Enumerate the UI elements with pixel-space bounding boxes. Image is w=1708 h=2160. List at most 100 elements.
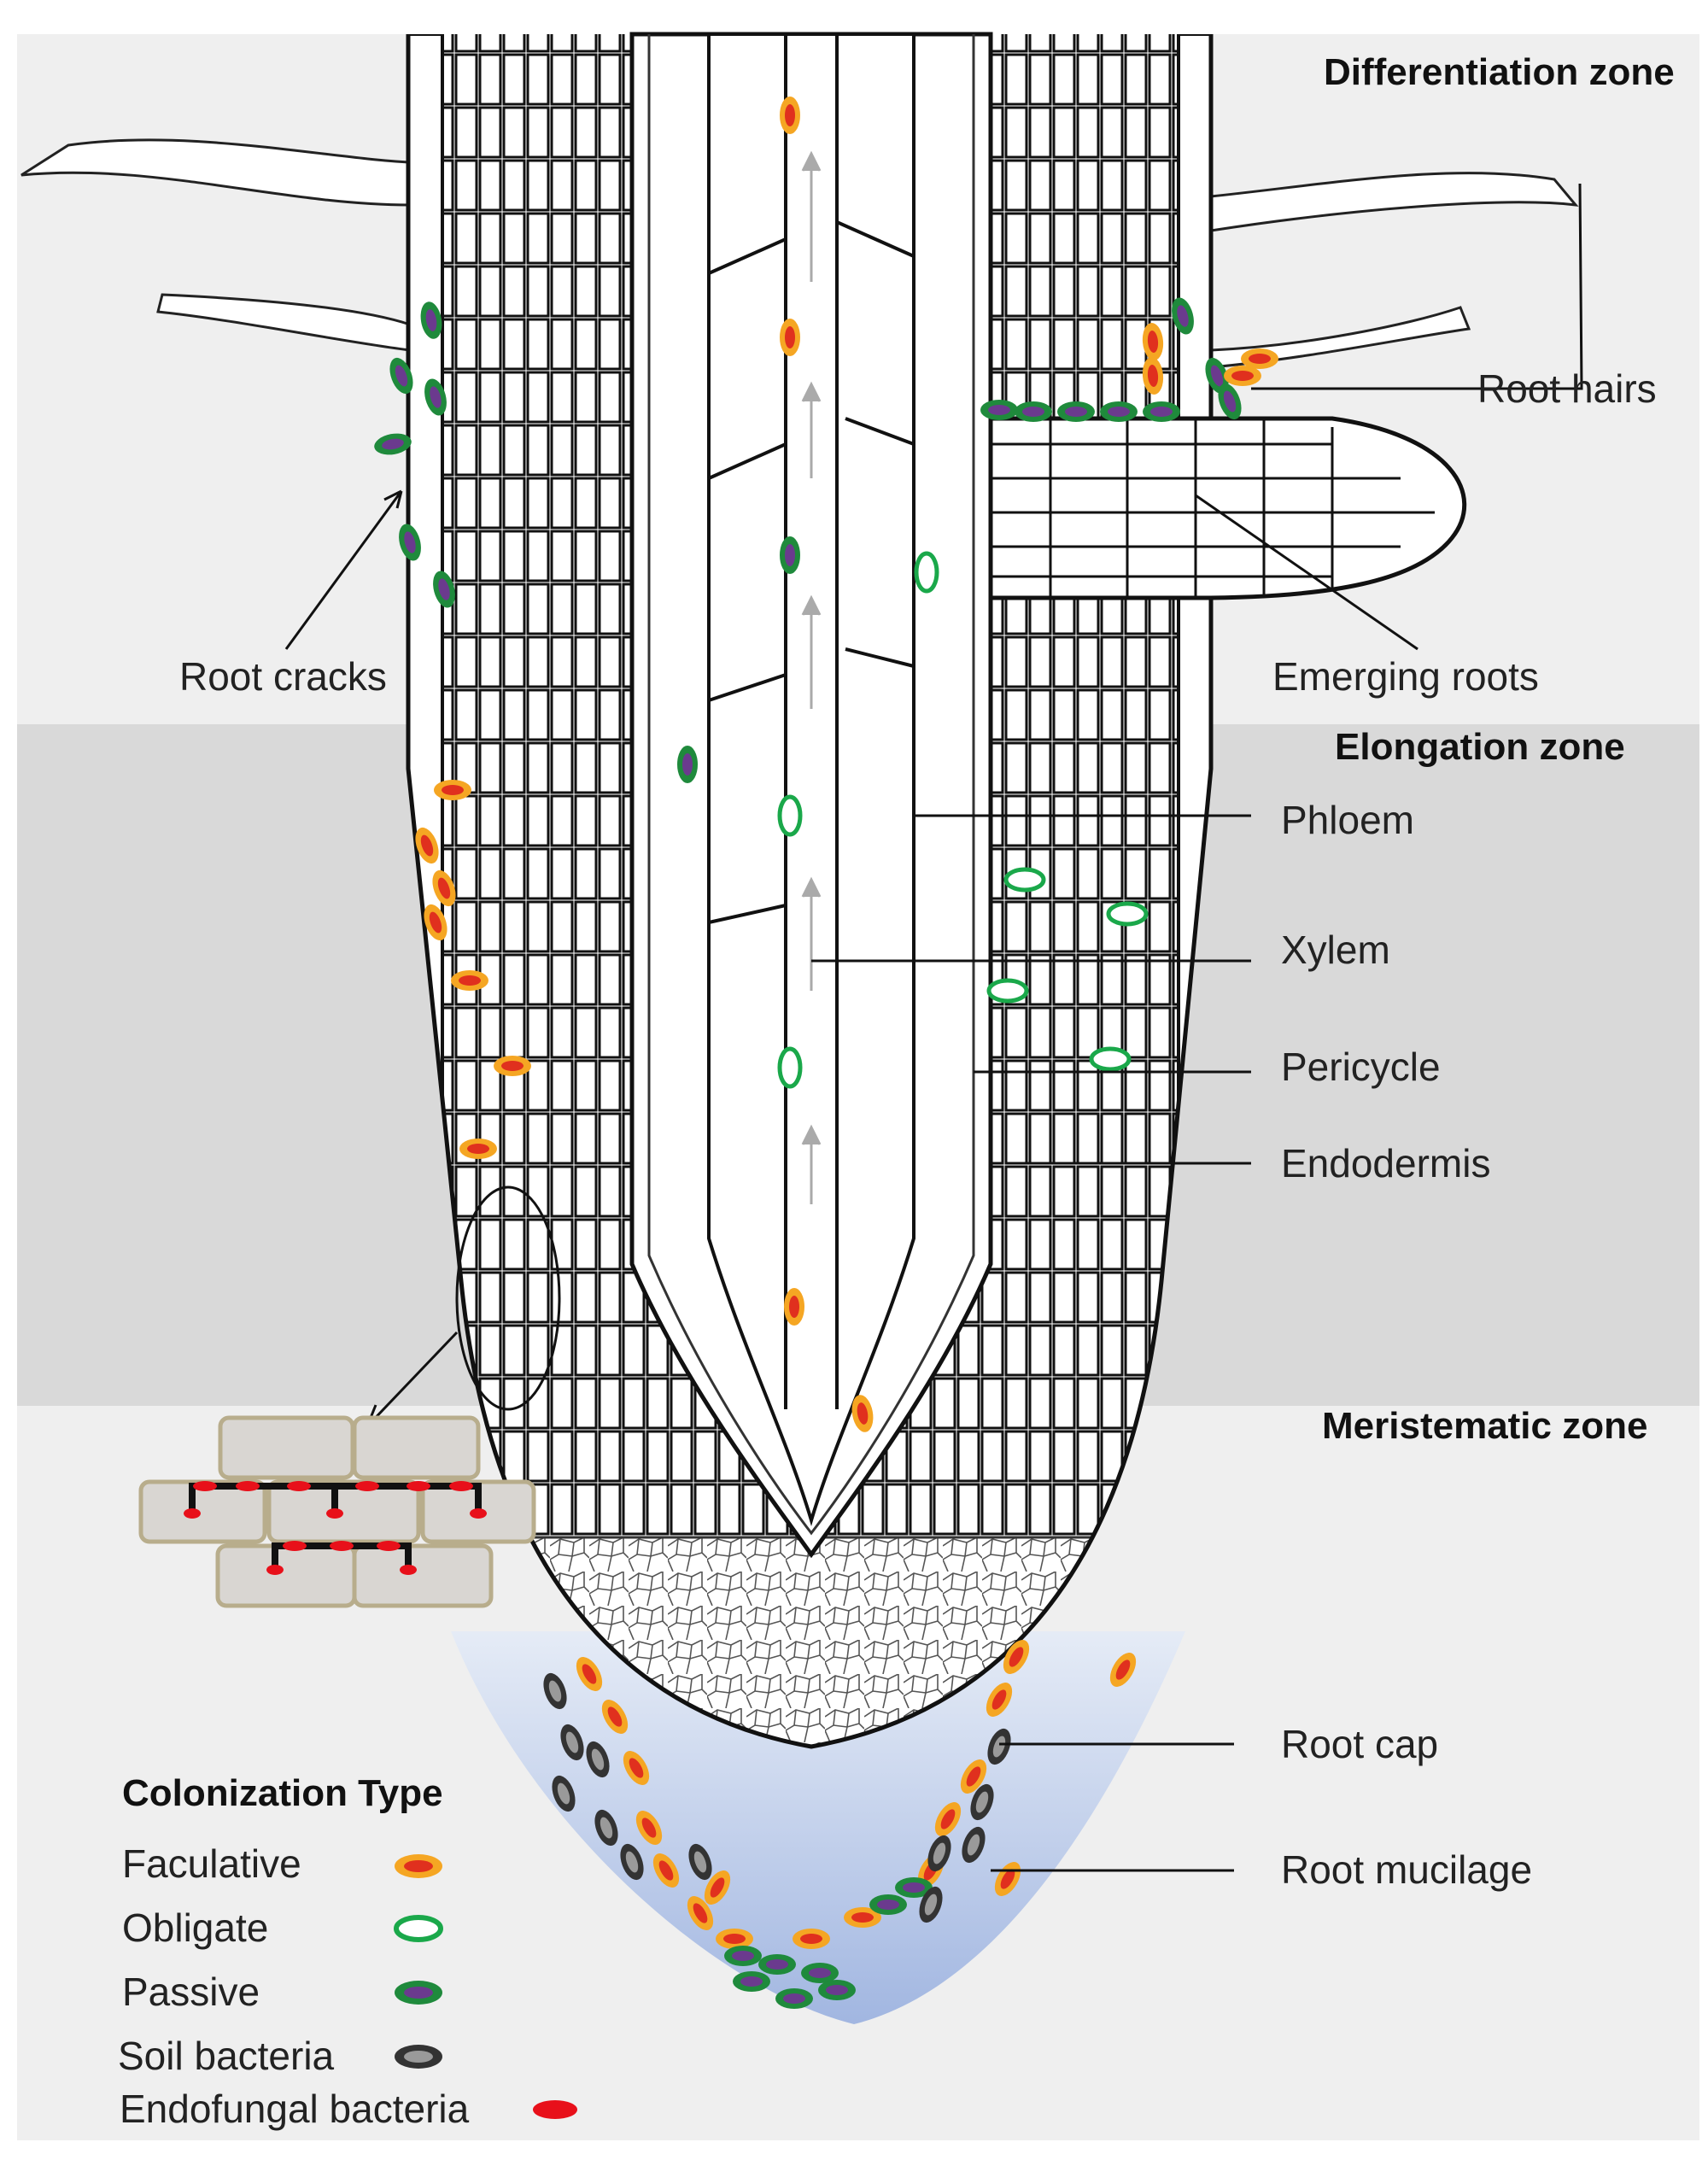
faculative-bacterium [451,970,488,991]
faculative-bacterium [960,1759,987,1794]
soil-bacterium [543,1672,567,1710]
passive-bacterium [895,1877,933,1898]
faculative-bacterium [459,1139,497,1159]
faculative-bacterium [652,1853,680,1888]
passive-bacterium [780,536,800,574]
passive-bacterium [389,357,413,395]
pericycle-label: Pericycle [1281,1045,1441,1089]
bacteria-layer [374,97,1278,2009]
faculative-bacterium-icon [395,1854,442,1878]
passive-bacterium [420,301,442,339]
xylem-vessel [707,32,915,1526]
faculative-bacterium [1003,1640,1030,1674]
passive-bacterium [399,524,421,561]
soil-bacterium [586,1741,610,1778]
soil-bacterium [552,1775,576,1812]
phloem-cells [708,34,915,1409]
soil-bacterium [560,1724,584,1761]
root-hairs [20,138,1579,369]
passive-bacterium [1057,401,1095,422]
faculative-bacterium [687,1896,714,1930]
differentiation-zone-title: Differentiation zone [1324,51,1675,93]
faculative-bacterium [986,1683,1013,1717]
passive-bacterium [424,378,447,416]
passive-bacterium [758,1954,796,1975]
faculative-bacterium [415,827,439,864]
faculative-bacterium [934,1802,962,1836]
faculative-bacterium [432,869,456,907]
faculative-bacterium [851,1395,874,1432]
faculative-bacterium [784,1288,804,1326]
legend-label-soil-bacteria: Soil bacteria [118,2034,335,2078]
obligate-bacterium [1003,867,1046,893]
faculative-bacterium [635,1811,663,1845]
faculative-bacterium [1224,366,1261,386]
passive-bacterium [374,433,412,455]
passive-bacterium [724,1946,762,1966]
passive-bacterium [1143,401,1180,422]
endodermis-label: Endodermis [1281,1141,1491,1185]
obligate-bacterium [914,551,939,594]
emerging-root [988,416,1467,600]
obligate-bacterium [1106,901,1149,927]
passive-bacterium [801,1963,839,1983]
passive-bacterium [818,1980,856,2000]
phloem-label: Phloem [1281,798,1414,842]
legend-label-passive: Passive [122,1970,260,2014]
faculative-bacterium [716,1929,753,1949]
passive-bacterium [1015,401,1052,422]
obligate-bacterium [1089,1046,1132,1072]
faculative-bacterium [1142,357,1164,395]
passive-bacterium [677,746,698,783]
soil-bacterium [927,1835,951,1872]
faculative-bacterium [1109,1653,1137,1687]
xylem-label: Xylem [1281,928,1390,972]
legend-label-endofungal-bacteria: Endofungal bacteria [120,2087,470,2131]
faculative-bacterium [494,1056,531,1076]
faculative-bacterium [601,1700,629,1734]
soil-bacterium [962,1826,986,1864]
elongation-zone-title: Elongation zone [1335,726,1625,768]
passive-bacterium [1172,297,1194,335]
soil-bacterium [620,1843,644,1881]
soil-bacterium [987,1728,1011,1765]
passive-bacterium [433,571,455,608]
soil-bacterium-icon [395,2045,442,2069]
faculative-bacterium [434,780,471,800]
soil-bacterium [688,1843,712,1881]
root-cracks-label: Root cracks [179,654,387,699]
faculative-bacterium [576,1657,603,1691]
obligate-bacterium [986,978,1029,1004]
endofungal-inset [138,1185,561,1608]
faculative-bacterium [793,1929,830,1949]
emerging-roots-label: Emerging roots [1272,654,1539,699]
faculative-bacterium [623,1751,650,1785]
legend-title: Colonization Type [122,1772,443,1814]
endofungal-bacterium-icon [533,2100,577,2119]
faculative-bacterium [424,904,447,941]
leader-lines [284,183,1583,1872]
obligate-bacterium [777,1046,803,1089]
passive-bacterium [775,1988,813,2009]
faculative-bacterium [844,1907,881,1928]
soil-bacterium [594,1809,618,1847]
passive-bacterium [980,400,1018,420]
faculative-bacterium [1241,348,1278,369]
legend-icons [394,1854,577,2119]
passive-bacterium [869,1894,907,1915]
passive-bacterium [1218,383,1242,420]
root-hairs-label: Root hairs [1477,366,1657,411]
faculative-bacterium [1142,323,1164,360]
legend-label-obligate: Obligate [122,1905,269,1950]
faculative-bacterium [780,319,800,356]
passive-bacterium-icon [395,1981,442,2005]
passive-bacterium [733,1971,770,1992]
pericycle-line [647,34,975,1536]
root-mucilage-label: Root mucilage [1281,1847,1533,1892]
faculative-bacterium [780,97,800,134]
root-cap-label: Root cap [1281,1722,1439,1766]
root-outline [406,34,1214,1749]
xylem-arrows [801,150,822,1204]
soil-bacterium [970,1783,994,1821]
